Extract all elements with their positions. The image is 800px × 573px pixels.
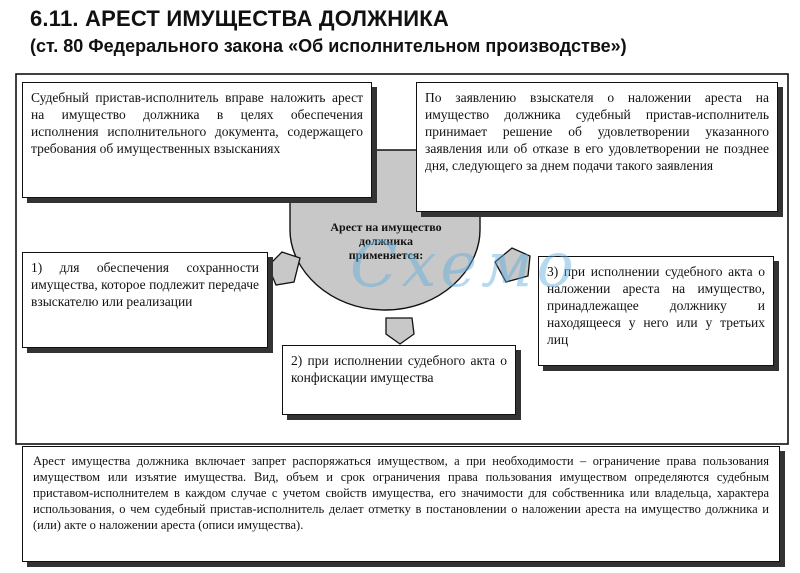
arrow-right <box>494 247 531 283</box>
box-case-2: 2) при исполнении судебного акта о конфи… <box>282 345 516 415</box>
box-case-2-text: 2) при исполнении судебного акта о конфи… <box>291 353 507 385</box>
box-bottom-text: Арест имущества должника включает запрет… <box>33 454 769 532</box>
arrow-left <box>267 251 301 286</box>
page-title: 6.11. АРЕСТ ИМУЩЕСТВА ДОЛЖНИКА <box>30 6 450 31</box>
box-case-3-text: 3) при исполнении судебного акта о налож… <box>547 264 765 347</box>
box-bottom: Арест имущества должника включает запрет… <box>22 446 780 562</box>
box-case-1: 1) для обеспечения сохранности имущества… <box>22 252 268 348</box>
page-subtitle: (ст. 80 Федерального закона «Об исполнит… <box>30 36 627 56</box>
box-case-1-text: 1) для обеспечения сохранности имущества… <box>31 260 259 309</box>
box-case-3: 3) при исполнении судебного акта о налож… <box>538 256 774 366</box>
box-top-right: По заявлению взыскателя о наложении арес… <box>416 82 778 212</box>
center-label: Арест на имущество должника применяется: <box>330 220 442 262</box>
arrow-down <box>385 317 415 345</box>
box-top-left-text: Судебный пристав-исполнитель вправе нало… <box>31 90 363 156</box>
watermark-logo: Схемо <box>350 228 578 301</box>
box-top-right-text: По заявлению взыскателя о наложении арес… <box>425 90 769 173</box>
outer-frame <box>15 73 789 445</box>
box-top-left: Судебный пристав-исполнитель вправе нало… <box>22 82 372 198</box>
